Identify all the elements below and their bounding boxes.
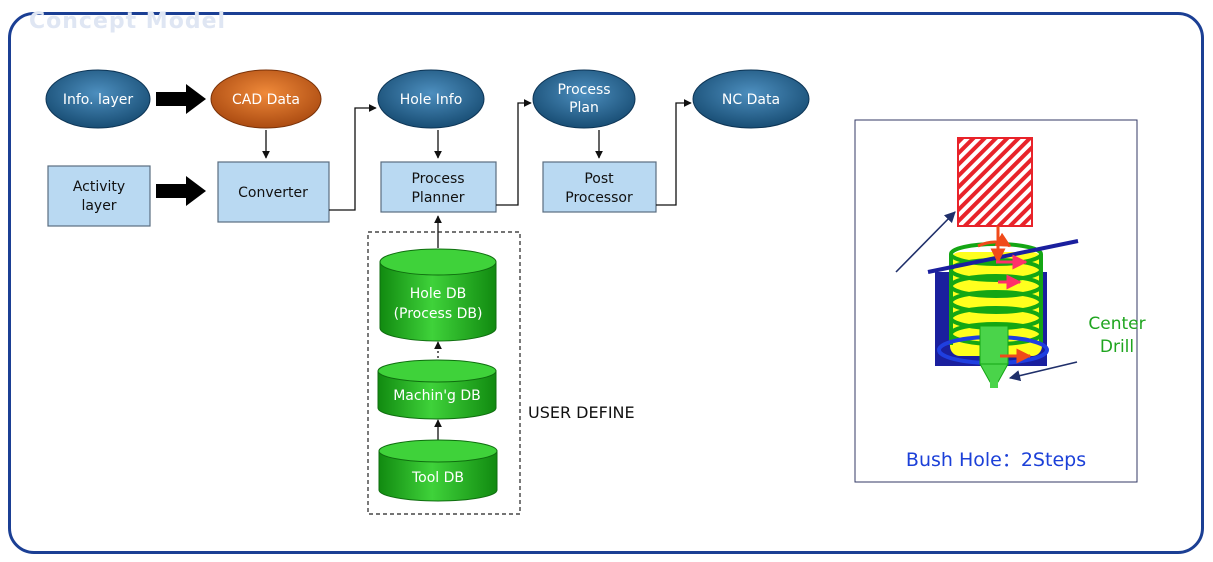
arrow-post-to-nc: [656, 99, 692, 206]
nc-data-label: NC Data: [722, 92, 780, 108]
node-hole-info: Hole Info: [377, 69, 485, 129]
post-processor-line1: Post: [584, 171, 614, 187]
machining-db-label: Machin'g DB: [393, 388, 481, 404]
db-machining: Machin'g DB: [377, 359, 497, 420]
motion-arrows: [977, 226, 1032, 364]
arrow-planner-to-process-plan: [496, 99, 532, 206]
node-info-layer: Info. layer: [45, 69, 151, 129]
node-converter: Converter: [217, 161, 330, 223]
helix-coils: [949, 242, 1043, 346]
pointer-arrow-tool: [895, 211, 956, 273]
node-cad-data: CAD Data: [210, 69, 322, 129]
thick-arrow-activity-to-converter: [156, 176, 206, 206]
arrow-converter-to-hole-info: [329, 104, 377, 211]
process-plan-line1: Process: [557, 82, 610, 98]
center-label-line1: Center: [1088, 314, 1145, 334]
post-processor-line2: Processor: [565, 190, 633, 206]
node-process-plan: Process Plan: [532, 69, 636, 129]
db-tool: Tool DB: [378, 439, 498, 502]
thick-arrow-info-to-cad: [156, 84, 206, 114]
tool-db-label: Tool DB: [411, 470, 464, 486]
process-plan-line2: Plan: [569, 100, 599, 116]
hole-db-line1: Hole DB: [410, 286, 466, 302]
hatched-tool-block: [957, 137, 1033, 227]
converter-label: Converter: [238, 185, 308, 201]
activity-line1: Activity: [73, 179, 125, 195]
db-hole: Hole DB (Process DB): [379, 248, 497, 342]
process-planner-line2: Planner: [411, 190, 464, 206]
node-post-processor: Post Processor: [542, 161, 657, 213]
user-define-label: USER DEFINE: [528, 403, 635, 422]
node-activity-layer: Activity layer: [47, 165, 151, 227]
info-layer-label: Info. layer: [63, 92, 134, 108]
node-process-planner: Process Planner: [380, 161, 497, 213]
center-label-line2: Drill: [1100, 337, 1134, 357]
bush-hole-caption: Bush Hole：2Steps: [906, 449, 1086, 471]
activity-line2: layer: [81, 198, 116, 214]
process-planner-line1: Process: [411, 171, 464, 187]
cad-data-label: CAD Data: [232, 92, 300, 108]
pointer-arrow-drill: [1008, 361, 1078, 382]
ghost-title: Concept Model: [29, 9, 227, 34]
hole-db-line2: (Process DB): [394, 306, 483, 322]
center-drill: [979, 325, 1009, 388]
node-nc-data: NC Data: [692, 69, 810, 129]
hole-info-label: Hole Info: [400, 92, 463, 108]
